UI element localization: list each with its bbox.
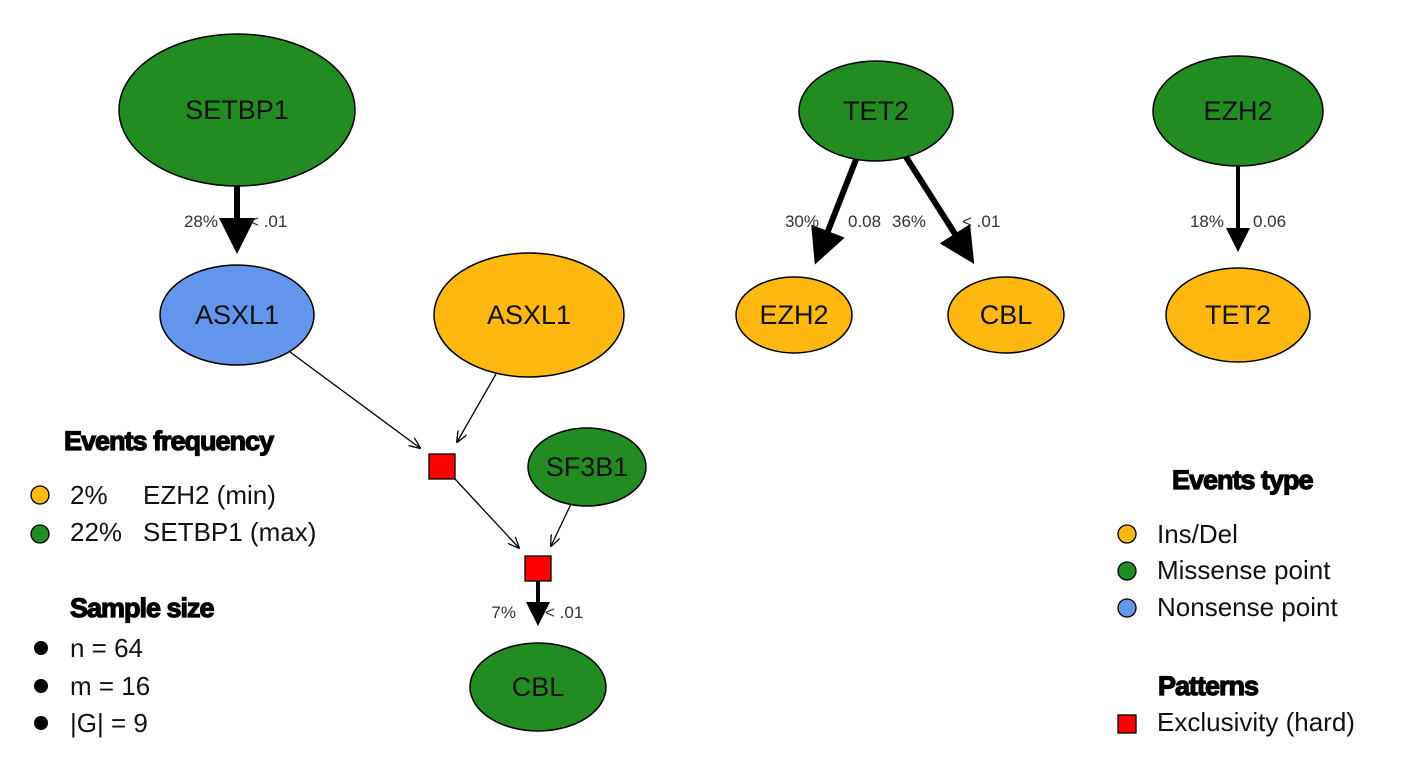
edge-label-pvalue: < .01 [545,603,583,622]
bullet-icon [34,716,48,730]
edge-labels: 28% < .01 30% 0.08 36% < .01 18% 0.06 7%… [184,212,1286,622]
node-label: CBL [980,300,1033,330]
legend-item: Exclusivity (hard) [1157,707,1355,737]
node-shape [947,276,1065,354]
edge-asxl1-nonsense-pattern1 [289,351,420,448]
node-label: TET2 [1205,300,1271,330]
edge-label-frequency: 30% [785,212,819,231]
legend-patterns: Patterns Exclusivity (hard) [1117,670,1355,737]
node-label: ASXL1 [195,300,279,330]
node-cbl-insdel[interactable]: CBL [947,276,1065,354]
node-shape [735,276,853,354]
node-sf3b1[interactable]: SF3B1 [527,427,647,507]
node-label: CBL [512,672,565,702]
exclusivity-pattern-node-1[interactable] [428,453,456,480]
legend-title: Sample size [70,593,215,623]
legend-item: |G| = 9 [70,708,148,738]
legend-item: Missense point [1157,555,1331,585]
node-label: TET2 [843,96,909,126]
legend-title: Events frequency [64,426,274,456]
legend-item: Nonsense point [1157,592,1338,622]
legend-title: Patterns [1158,671,1258,701]
edge-tet2-ezh2 [811,155,860,265]
legend-sample-size: Sample size n = 64 m = 16 |G| = 9 [34,592,216,738]
node-ezh2-insdel[interactable]: EZH2 [735,276,853,354]
legend-item: n = 64 [70,633,143,663]
missense-swatch-icon [30,524,50,544]
edge-sf3b1-pattern2 [551,503,572,546]
node-setbp1[interactable]: SETBP1 [118,33,356,187]
exclusivity-swatch-icon [1117,714,1137,734]
node-asxl1-insdel[interactable]: ASXL1 [433,252,625,378]
legend-title: Events type [1172,465,1314,495]
missense-swatch-icon [1117,561,1137,581]
pattern-nodes [428,453,552,582]
legend-events-frequency: Events frequency 2% EZH2 (min) 22% SETBP… [30,425,316,547]
legend-min-label: EZH2 (min) [143,480,276,510]
edge-label-frequency: 36% [892,212,926,231]
node-tet2-insdel[interactable]: TET2 [1165,267,1311,363]
node-label: SF3B1 [546,452,629,482]
node-shape [159,264,315,366]
edges [219,155,1250,626]
nonsense-swatch-icon [1117,598,1137,618]
edge-asxl1-insdel-pattern1 [457,373,497,442]
node-shape [469,642,607,732]
legend-max-label: SETBP1 (max) [143,517,316,547]
bullet-icon [34,641,48,655]
legend-events-type: Events type Ins/Del Missense point Nonse… [1117,464,1338,622]
node-tet2-missense[interactable]: TET2 [798,60,954,162]
node-label: EZH2 [1203,96,1272,126]
legend-item: Ins/Del [1157,519,1238,549]
edge-pattern1-pattern2 [454,478,519,548]
node-shape [527,427,647,507]
node-shape [1165,267,1311,363]
edge-label-frequency: 28% [184,212,218,231]
node-label: ASXL1 [487,300,571,330]
node-shape [798,60,954,162]
edge-label-pvalue: < .01 [962,212,1000,231]
node-asxl1-nonsense[interactable]: ASXL1 [159,264,315,366]
node-shape [118,33,356,187]
legend-item: m = 16 [70,671,150,701]
node-cbl-missense[interactable]: CBL [469,642,607,732]
edge-tet2-cbl [903,155,975,265]
bullet-icon [34,679,48,693]
edge-label-frequency: 18% [1190,212,1224,231]
node-label: SETBP1 [185,95,289,125]
nodes: SETBP1 ASXL1 ASXL1 SF3B1 CBL TET2 EZH2 [118,33,1324,732]
node-label: EZH2 [759,300,828,330]
edge-label-pvalue: 0.08 [848,212,881,231]
legend-min-percentage: 2% [70,480,108,510]
edge-label-pvalue: 0.06 [1253,212,1286,231]
exclusivity-pattern-node-2[interactable] [524,555,552,582]
insdel-swatch-icon [1117,524,1137,544]
node-shape [433,252,625,378]
node-ezh2-missense[interactable]: EZH2 [1152,55,1324,167]
legend-max-percentage: 22% [70,517,122,547]
node-shape [1152,55,1324,167]
insdel-swatch-icon [30,485,50,505]
edge-label-frequency: 7% [491,603,516,622]
edge-label-pvalue: < .01 [249,212,287,231]
